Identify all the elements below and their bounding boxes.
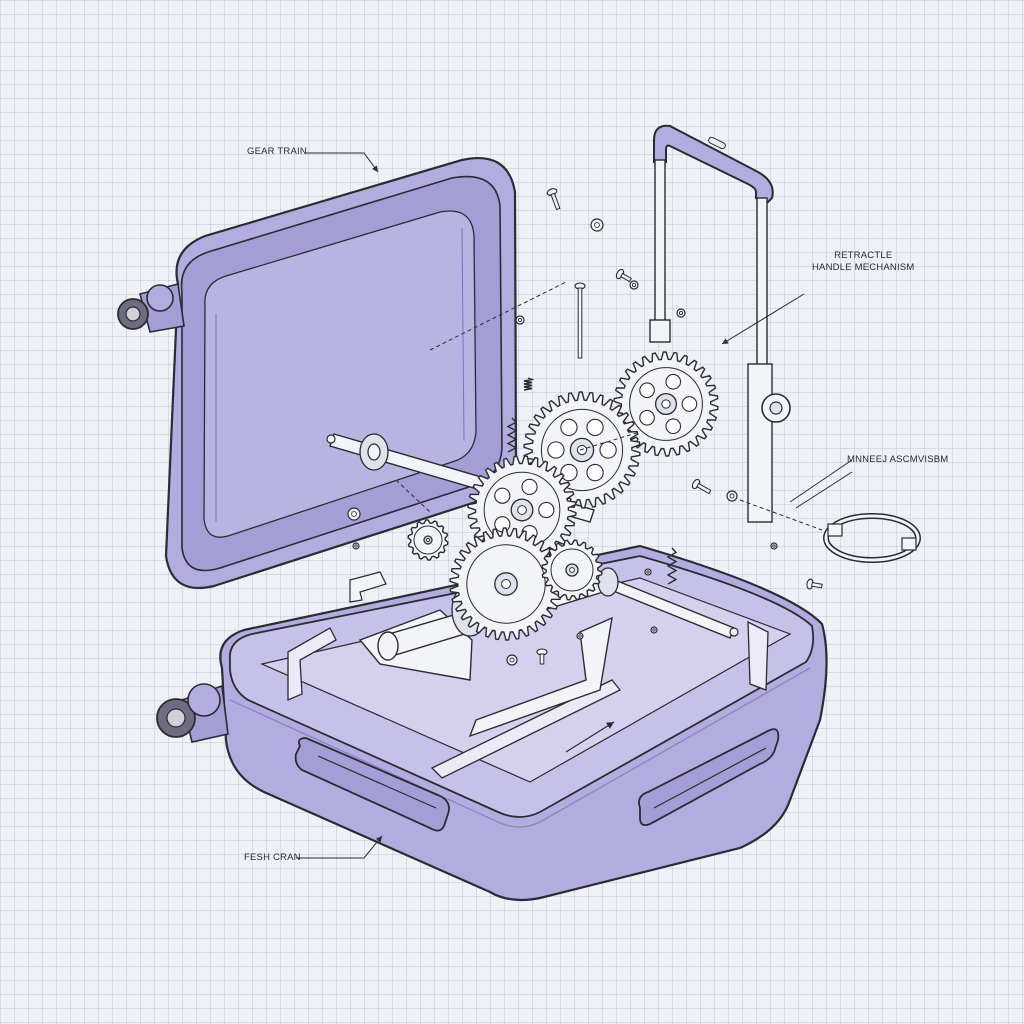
suitcase-base (219, 544, 828, 902)
washer-5-hole (351, 511, 357, 517)
washer-3-hole (678, 310, 684, 316)
gear-front (449, 527, 563, 641)
screw-mid (615, 268, 632, 283)
wheel-ring (823, 513, 921, 563)
washer-12-hole (646, 570, 650, 574)
washer-7-hole (729, 493, 735, 499)
spring-small (523, 377, 535, 391)
screw-right (691, 478, 712, 495)
hardware-parts (347, 188, 823, 666)
screw-top (546, 188, 561, 211)
washer-9-hole (652, 628, 656, 632)
washer-1-hole (594, 222, 600, 228)
bolt-vertical (574, 282, 586, 359)
gear-train-label: GEAR TRAIN (247, 146, 307, 157)
spring-right (666, 547, 678, 585)
retractable-handle-label-line1: RETRACTLE (834, 250, 893, 261)
washer-10-hole (509, 657, 515, 663)
gear-train (407, 351, 719, 641)
retractable-handle (649, 124, 791, 523)
gear-back-right (613, 351, 719, 457)
right-shaft (597, 567, 739, 639)
callout-leaders (296, 152, 853, 859)
gear-small-left (407, 519, 449, 561)
lid-wheel (117, 282, 185, 333)
washer-6-hole (354, 544, 358, 548)
screw-floor-right (806, 578, 823, 590)
guide-lines (395, 281, 823, 531)
wheel-mechanism-label: MNNEEJ ASCMVISBM (847, 454, 949, 465)
base-label: FESH CRAN (244, 852, 301, 863)
washer-4-hole (517, 317, 523, 323)
gear-small-right (541, 539, 603, 601)
base-wheel (156, 683, 229, 743)
washer-11-hole (578, 634, 582, 638)
washer-8-hole (772, 544, 776, 548)
washer-2-hole (631, 282, 637, 288)
retractable-handle-label-line2: HANDLE MECHANISM (812, 262, 915, 273)
suitcase-lid (164, 157, 518, 590)
screw-small-center (536, 648, 548, 665)
retractable-handle-label: RETRACTLE HANDLE MECHANISM (812, 250, 914, 274)
spring-left (506, 417, 518, 453)
